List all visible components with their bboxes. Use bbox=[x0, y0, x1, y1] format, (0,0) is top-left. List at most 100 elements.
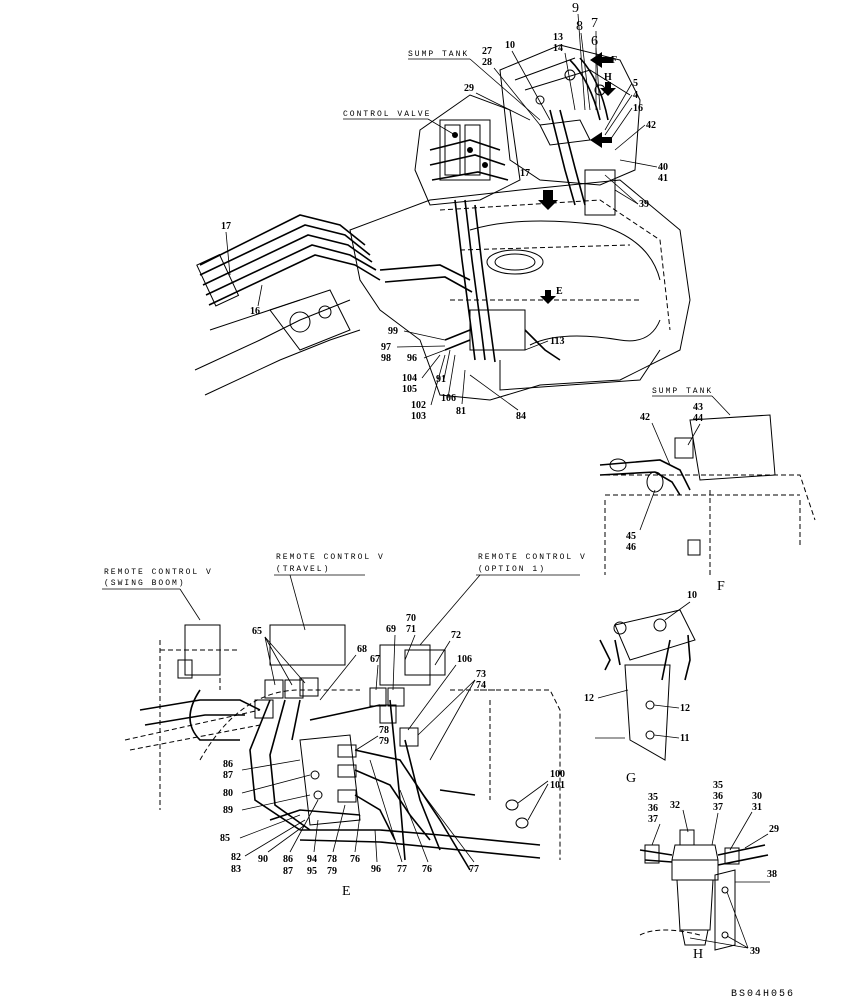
callout-label: 9 bbox=[572, 1, 579, 16]
main-callouts: 9 8 7 6 13 14 10 27 28 5 4 16 29 42 40 4… bbox=[221, 1, 668, 422]
callout-label: 69 bbox=[386, 624, 396, 635]
callout-label: 96 bbox=[407, 353, 417, 364]
callout-label: 42 bbox=[640, 412, 650, 423]
callout-label: 38 bbox=[767, 869, 777, 880]
callout-label: 29 bbox=[769, 824, 779, 835]
callout-label: 5 bbox=[633, 78, 638, 89]
callout-label: 79 bbox=[327, 866, 337, 877]
callout-label: 76 bbox=[422, 864, 432, 875]
callout-label: 73 bbox=[476, 669, 486, 680]
callout-label: 104 bbox=[402, 373, 417, 384]
view-g-drawing: 10 12 12 11 G bbox=[584, 590, 697, 786]
callout-label: 77 bbox=[469, 864, 479, 875]
callout-label: 27 bbox=[482, 46, 492, 57]
callout-label: 83 bbox=[231, 864, 241, 875]
callout-label: 31 bbox=[752, 802, 762, 813]
callout-label: 70 bbox=[406, 613, 416, 624]
callout-label: 77 bbox=[397, 864, 407, 875]
callout-label: 30 bbox=[752, 791, 762, 802]
callout-label: 106 bbox=[457, 654, 472, 665]
callout-label: 17 bbox=[520, 168, 530, 179]
caption-sump-tank: SUMP TANK bbox=[408, 50, 469, 59]
view-g-label: G bbox=[626, 771, 636, 786]
callout-label: 28 bbox=[482, 57, 492, 68]
callout-label: 72 bbox=[451, 630, 461, 641]
caption-rcv-travel: REMOTE CONTROL V bbox=[276, 553, 385, 562]
callout-label: 16 bbox=[250, 306, 260, 317]
callout-label: 76 bbox=[350, 854, 360, 865]
view-f-label: F bbox=[717, 579, 725, 594]
callout-label: 100 bbox=[550, 769, 565, 780]
callout-label: 85 bbox=[220, 833, 230, 844]
callout-label: 37 bbox=[713, 802, 723, 813]
drawing-code: BS04H056 bbox=[731, 989, 795, 1000]
view-e-label: E bbox=[342, 884, 351, 899]
callout-label: 81 bbox=[456, 406, 466, 417]
callout-label: 94 bbox=[307, 854, 317, 865]
callout-label: 45 bbox=[626, 531, 636, 542]
callout-label: 36 bbox=[713, 791, 723, 802]
callout-label: 29 bbox=[464, 83, 474, 94]
callout-label: 7 bbox=[591, 16, 598, 31]
caption-sump-tank-f: SUMP TANK bbox=[652, 387, 713, 396]
callout-label: 10 bbox=[505, 40, 515, 51]
callout-label: 86 bbox=[223, 759, 233, 770]
caption-rcv-option: REMOTE CONTROL V bbox=[478, 553, 587, 562]
view-f-drawing: SUMP TANK 43 44 42 45 46 F bbox=[599, 387, 816, 594]
callout-label: 8 bbox=[576, 19, 583, 34]
callout-label: 16 bbox=[633, 103, 643, 114]
callout-label: 87 bbox=[283, 866, 293, 877]
callout-label: 78 bbox=[327, 854, 337, 865]
main-captions: SUMP TANK CONTROL VALVE bbox=[343, 50, 541, 136]
callout-label: 96 bbox=[371, 864, 381, 875]
caption-rcv-option-sub: (OPTION 1) bbox=[478, 565, 546, 574]
callout-label: 78 bbox=[379, 725, 389, 736]
callout-label: 39 bbox=[639, 199, 649, 210]
callout-label: 103 bbox=[411, 411, 426, 422]
callout-label: 67 bbox=[370, 654, 380, 665]
callout-label: 40 bbox=[658, 162, 668, 173]
callout-label: 95 bbox=[307, 866, 317, 877]
callout-label: 84 bbox=[516, 411, 526, 422]
callout-label: 87 bbox=[223, 770, 233, 781]
callout-label: 42 bbox=[646, 120, 656, 131]
arrow-label-f: F bbox=[611, 55, 617, 66]
callout-label: 74 bbox=[476, 680, 486, 691]
callout-label: 39 bbox=[750, 946, 760, 957]
callout-label: 71 bbox=[406, 624, 416, 635]
callout-label: 46 bbox=[626, 542, 636, 553]
callout-label: 106 bbox=[441, 393, 456, 404]
arrow-label-h: H bbox=[604, 72, 612, 83]
callout-label: 98 bbox=[381, 353, 391, 364]
callout-label: 99 bbox=[388, 326, 398, 337]
callout-label: 32 bbox=[670, 800, 680, 811]
callout-label: 105 bbox=[402, 384, 417, 395]
caption-rcv-swing-sub: (SWING BOOM) bbox=[104, 579, 186, 588]
callout-label: 44 bbox=[693, 413, 703, 424]
callout-label: 43 bbox=[693, 402, 703, 413]
callout-label: 14 bbox=[553, 43, 563, 54]
caption-control-valve: CONTROL VALVE bbox=[343, 110, 431, 119]
callout-label: 80 bbox=[223, 788, 233, 799]
callout-label: 6 bbox=[591, 34, 598, 49]
callout-label: 89 bbox=[223, 805, 233, 816]
callout-label: 12 bbox=[584, 693, 594, 704]
main-assembly-drawing bbox=[194, 44, 691, 401]
caption-rcv-swing: REMOTE CONTROL V bbox=[104, 568, 213, 577]
callout-label: 65 bbox=[252, 626, 262, 637]
callout-label: 101 bbox=[550, 780, 565, 791]
callout-label: 97 bbox=[381, 342, 391, 353]
callout-label: 35 bbox=[648, 792, 658, 803]
view-e-drawing: REMOTE CONTROL V (SWING BOOM) REMOTE CON… bbox=[102, 553, 587, 899]
callout-label: 113 bbox=[550, 336, 564, 347]
caption-rcv-travel-sub: (TRAVEL) bbox=[276, 565, 330, 574]
callout-label: 102 bbox=[411, 400, 426, 411]
callout-label: 10 bbox=[687, 590, 697, 601]
callout-label: 90 bbox=[258, 854, 268, 865]
callout-label: 36 bbox=[648, 803, 658, 814]
callout-label: 11 bbox=[680, 733, 689, 744]
callout-label: 4 bbox=[633, 90, 638, 101]
callout-label: 86 bbox=[283, 854, 293, 865]
view-h-drawing: 35 36 37 32 35 36 37 30 31 29 38 39 H bbox=[639, 780, 779, 962]
callout-label: 91 bbox=[436, 374, 446, 385]
